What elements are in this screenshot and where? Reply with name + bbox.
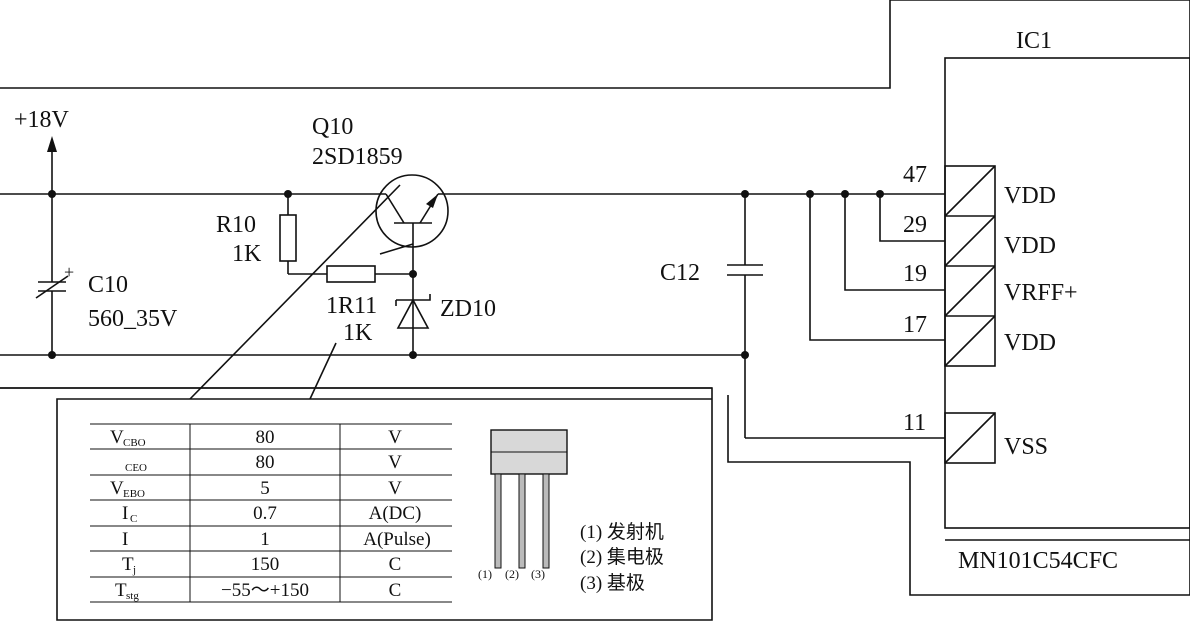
param-symbol: I — [122, 529, 128, 550]
pin-legend-item: (1) 发射机 — [580, 521, 664, 543]
param-subscript: j — [132, 564, 136, 576]
param-unit: C — [389, 580, 402, 601]
table-row: T stg −55～+150 C — [115, 580, 401, 602]
param-value: 150 — [251, 554, 280, 575]
supply-arrow — [47, 136, 57, 194]
param-unit: A(DC) — [369, 503, 422, 524]
c12-label: C12 — [660, 260, 700, 286]
param-subscript: CBO — [123, 437, 146, 449]
param-unit: V — [388, 478, 402, 499]
supply-label: +18V — [14, 107, 70, 133]
param-value: −55～+150 — [221, 580, 309, 601]
pin-legend-item: (3) 基极 — [580, 572, 645, 594]
param-symbol: V — [110, 478, 124, 499]
pin-legend-item: (2) 集电极 — [580, 546, 664, 568]
ratings-table: V CBO 80 V CEO 80 V V EBO 5 V I C 0.7 A(… — [90, 423, 452, 603]
param-symbol: T — [122, 554, 134, 575]
package-pin-label: (1) — [478, 567, 492, 581]
pin-name: VSS — [1004, 434, 1048, 460]
ic-part-label: MN101C54CFC — [958, 548, 1118, 574]
power-rails — [0, 193, 945, 356]
ic-ref-label: IC1 — [1016, 28, 1052, 54]
pin-number: 17 — [903, 312, 927, 338]
table-row: CEO 80 V — [125, 452, 402, 474]
package-pin-label: (2) — [505, 567, 519, 581]
ic-tap-wires — [809, 194, 945, 341]
pin-number: 19 — [903, 261, 927, 287]
param-symbol: T — [115, 580, 127, 601]
param-subscript: EBO — [123, 488, 145, 500]
package-pin-label: (3) — [531, 567, 545, 581]
table-row: V CBO 80 V — [110, 427, 402, 449]
param-unit: V — [388, 452, 402, 473]
pin-name: VDD — [1004, 183, 1056, 209]
table-row: I 1 A(Pulse) — [122, 529, 431, 550]
r10-value-label: 1K — [232, 241, 262, 267]
param-value: 0.7 — [253, 503, 277, 524]
junction-dots — [48, 190, 884, 359]
table-row: T j 150 C — [122, 554, 401, 576]
c10-capacitor: + — [35, 194, 74, 355]
pin-number: 47 — [903, 162, 927, 188]
pin-name: VDD — [1004, 330, 1056, 356]
table-row: V EBO 5 V — [110, 478, 402, 500]
param-symbol: I — [122, 503, 128, 524]
c10-value-label: 560_35V — [88, 306, 178, 332]
pin-number: 29 — [903, 212, 927, 238]
r11-ref-label: 1R11 — [326, 293, 377, 319]
leader-lines — [189, 184, 401, 400]
r10-resistor — [279, 194, 327, 275]
zd10-zener — [395, 244, 431, 355]
ic1-body — [944, 57, 1190, 541]
pin-number: 11 — [903, 410, 926, 436]
r11-resistor — [326, 265, 413, 283]
svg-text:+: + — [64, 262, 74, 282]
q10-ref-label: Q10 — [312, 114, 353, 140]
param-value: 80 — [256, 427, 275, 448]
zd10-label: ZD10 — [440, 296, 496, 322]
pin-name: VDD — [1004, 233, 1056, 259]
c10-ref-label: C10 — [88, 272, 128, 298]
q10-transistor — [375, 174, 449, 255]
table-row: I C 0.7 A(DC) — [122, 503, 421, 525]
param-subscript: CEO — [125, 462, 147, 474]
param-unit: V — [388, 427, 402, 448]
param-subscript: stg — [126, 590, 139, 602]
param-unit: C — [389, 554, 402, 575]
param-value: 80 — [256, 452, 275, 473]
param-unit: A(Pulse) — [363, 529, 431, 550]
r11-value-label: 1K — [343, 320, 373, 346]
param-symbol: V — [110, 427, 124, 448]
param-value: 1 — [260, 529, 270, 550]
r10-ref-label: R10 — [216, 212, 256, 238]
q10-part-label: 2SD1859 — [312, 144, 403, 170]
param-value: 5 — [260, 478, 270, 499]
param-subscript: C — [130, 513, 137, 525]
transistor-package-drawing: (1) (2) (3) — [478, 429, 568, 581]
pin-name: VRFF+ — [1004, 280, 1078, 306]
